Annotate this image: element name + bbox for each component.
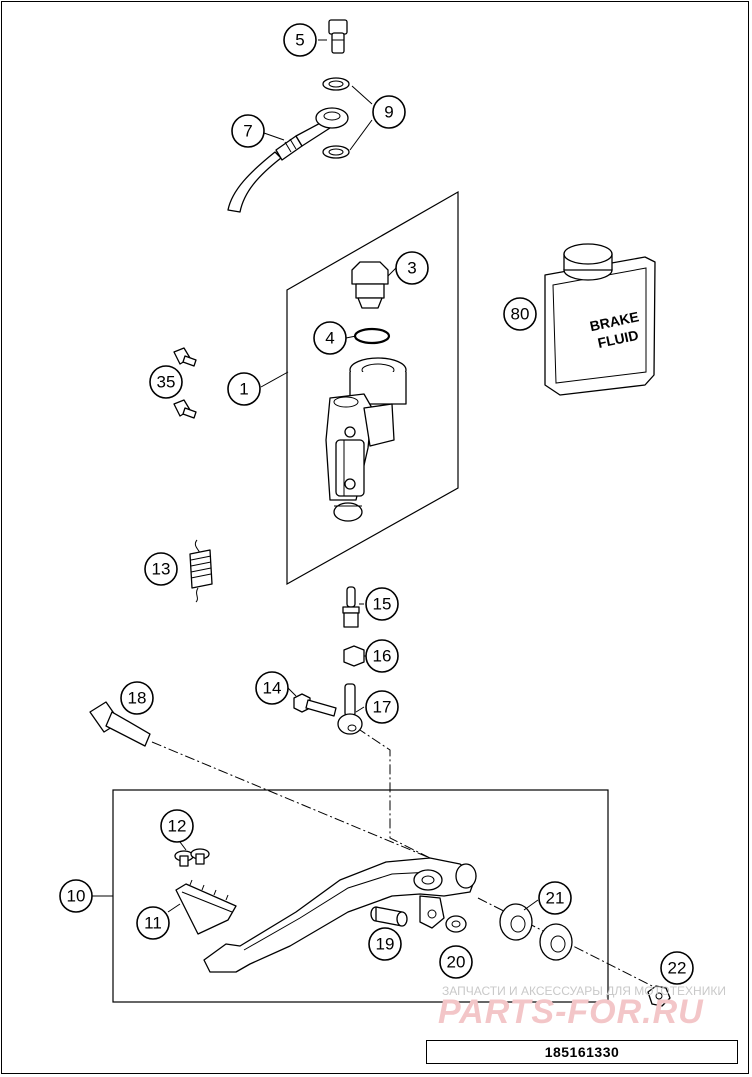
callout-80: 80	[503, 297, 537, 331]
pin-19	[370, 906, 408, 927]
assembly-line-bolt-18	[151, 741, 431, 859]
banjo-bolt-5	[328, 19, 348, 54]
bearings-21	[499, 903, 573, 961]
callout-20-text: 20	[447, 953, 466, 972]
long-bolt-18	[89, 701, 151, 747]
screws-35	[173, 347, 197, 419]
drawing-number-box: 185161330	[426, 1040, 738, 1064]
callout-18: 18	[120, 681, 154, 715]
callout-3: 3	[395, 251, 429, 285]
nut-22	[647, 985, 671, 1007]
callout-11-text: 11	[144, 914, 162, 933]
callout-10-text: 10	[67, 887, 86, 906]
callout-14-text: 14	[263, 679, 282, 698]
callout-22-text: 22	[668, 959, 687, 978]
callout-11: 11	[136, 906, 170, 940]
callout-4: 4	[313, 321, 347, 355]
callout-1-text: 1	[239, 380, 248, 399]
sealing-washers-9	[322, 77, 350, 159]
step-plate-11	[175, 879, 237, 935]
assembly-line-axle	[477, 897, 661, 991]
callout-15-text: 15	[373, 595, 392, 614]
callout-20: 20	[439, 945, 473, 979]
callout-12: 12	[160, 809, 194, 843]
callout-5-text: 5	[295, 31, 304, 50]
leader-lines	[92, 39, 539, 913]
callout-16: 16	[365, 639, 399, 673]
master-cylinder-1	[325, 357, 407, 522]
push-rod-15	[342, 586, 360, 628]
callout-21: 21	[538, 881, 572, 915]
master-cylinder-group-frame	[286, 190, 459, 586]
nut-16	[343, 645, 365, 667]
o-ring-4	[353, 327, 391, 345]
callout-22: 22	[660, 951, 694, 985]
rod-end-17	[337, 683, 363, 735]
callout-1: 1	[227, 372, 261, 406]
brake-fluid-bottle-80: BRAKE FLUID	[544, 243, 656, 396]
callout-19: 19	[368, 927, 402, 961]
callout-4-text: 4	[325, 329, 334, 348]
callout-10: 10	[59, 879, 93, 913]
brake-line-7	[227, 107, 349, 213]
callout-17: 17	[365, 690, 399, 724]
assembly-line-bolt-17	[356, 727, 431, 859]
callout-7-text: 7	[243, 122, 252, 141]
callout-14: 14	[255, 671, 289, 705]
callout-21-text: 21	[546, 889, 565, 908]
screws-12	[174, 848, 210, 867]
bolt-14	[293, 693, 337, 717]
callout-5: 5	[283, 23, 317, 57]
callout-13-text: 13	[152, 560, 171, 579]
callout-17-text: 17	[373, 698, 392, 717]
callout-80-text: 80	[511, 305, 530, 324]
callout-12-text: 12	[168, 817, 187, 836]
callout-9-text: 9	[384, 103, 393, 122]
bushing-20	[445, 915, 467, 933]
return-spring-13	[189, 539, 213, 603]
callout-19-text: 19	[376, 935, 395, 954]
watermark-caption: ЗАПЧАСТИ И АКСЕССУАРЫ ДЛЯ МОТОТЕХНИКИ	[442, 984, 726, 998]
callout-18-text: 18	[128, 689, 147, 708]
callout-7: 7	[231, 114, 265, 148]
callout-35: 35	[149, 365, 183, 399]
watermark-logo: PARTS-FOR.RU	[438, 993, 704, 1031]
callout-35-text: 35	[157, 373, 176, 392]
reservoir-fitting-3	[351, 261, 389, 309]
callout-3-text: 3	[407, 259, 416, 278]
callout-13: 13	[144, 552, 178, 586]
brake-pedal-10	[203, 857, 477, 973]
callout-15: 15	[365, 587, 399, 621]
callout-16-text: 16	[373, 647, 392, 666]
callout-9: 9	[372, 95, 406, 129]
